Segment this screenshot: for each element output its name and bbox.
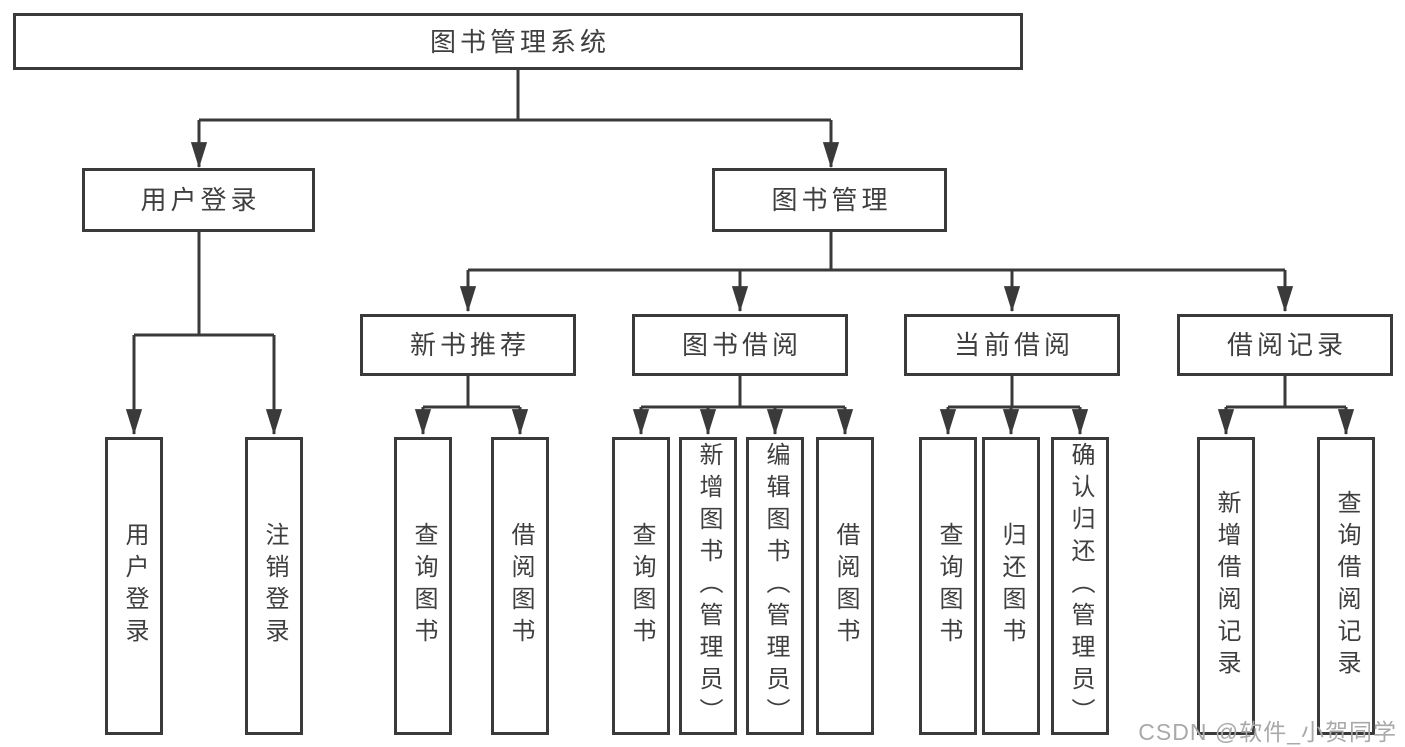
node-label: 借阅图书 — [507, 522, 534, 650]
node-current-borrowing: 当前借阅 — [904, 314, 1120, 376]
node-user-login-action: 用户登录 — [105, 437, 163, 735]
node-query-books-borrowing: 查询图书 — [612, 437, 670, 735]
node-query-books-recommend: 查询图书 — [394, 437, 452, 735]
node-query-borrow-record: 查询借阅记录 — [1317, 437, 1375, 735]
node-logout: 注销登录 — [245, 437, 303, 735]
node-label: 新增借阅记录 — [1213, 490, 1240, 682]
node-return-book: 归还图书 — [982, 437, 1040, 735]
node-label: 当前借阅 — [953, 330, 1074, 360]
node-library-management-system: 图书管理系统 — [13, 13, 1023, 70]
node-label: 借阅图书 — [832, 522, 859, 650]
node-label: 确认归还（管理员） — [1067, 442, 1094, 730]
node-book-borrowing: 图书借阅 — [632, 314, 848, 376]
node-borrow-books-recommend: 借阅图书 — [491, 437, 549, 735]
node-label: 新增图书（管理员） — [695, 442, 722, 730]
node-label: 编辑图书（管理员） — [762, 442, 789, 730]
node-user-login-branch: 用户登录 — [82, 168, 315, 232]
node-borrowing-records: 借阅记录 — [1177, 314, 1393, 376]
node-label: 查询图书 — [935, 522, 962, 650]
node-label: 图书管理 — [771, 185, 892, 215]
node-label: 用户登录 — [140, 185, 261, 215]
node-label: 查询图书 — [628, 522, 655, 650]
node-label: 查询图书 — [410, 522, 437, 650]
node-label: 新书推荐 — [409, 330, 530, 360]
node-add-book-admin: 新增图书（管理员） — [679, 437, 737, 735]
node-query-books-current: 查询图书 — [919, 437, 977, 735]
node-new-book-recommend: 新书推荐 — [360, 314, 576, 376]
node-edit-book-admin: 编辑图书（管理员） — [746, 437, 804, 735]
node-label: 归还图书 — [998, 522, 1025, 650]
node-borrow-books-borrowing: 借阅图书 — [816, 437, 874, 735]
node-label: 图书管理系统 — [429, 26, 610, 57]
node-label: 查询借阅记录 — [1333, 490, 1360, 682]
node-label: 注销登录 — [261, 522, 288, 650]
node-label: 借阅记录 — [1226, 330, 1347, 360]
node-book-management-branch: 图书管理 — [712, 168, 947, 232]
node-confirm-return-admin: 确认归还（管理员） — [1051, 437, 1109, 735]
node-label: 图书借阅 — [681, 330, 802, 360]
csdn-watermark: CSDN @软件_小贺同学 — [1138, 719, 1397, 745]
node-add-borrow-record: 新增借阅记录 — [1197, 437, 1255, 735]
node-label: 用户登录 — [121, 522, 148, 650]
